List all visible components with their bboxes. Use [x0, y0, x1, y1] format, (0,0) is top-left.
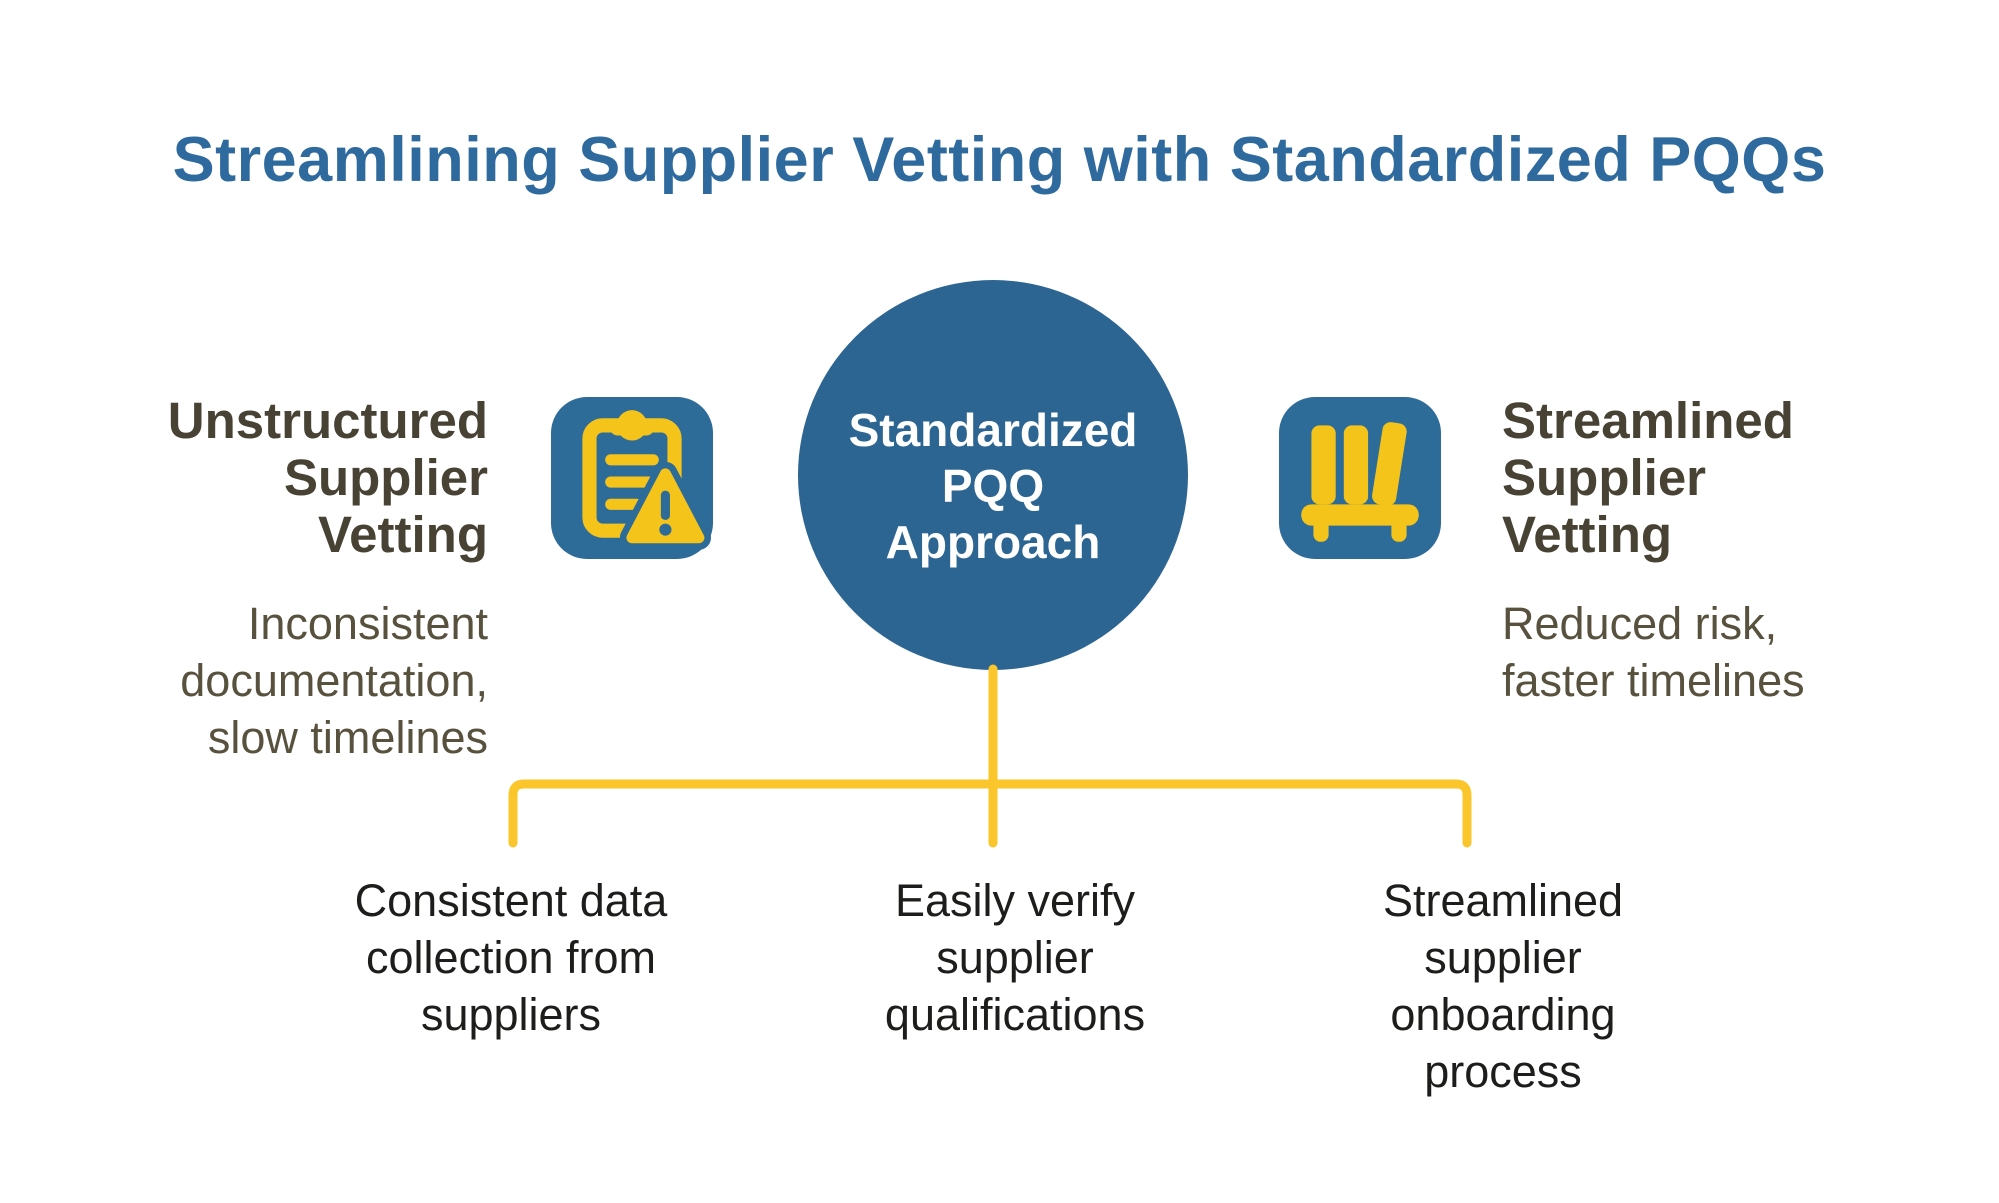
left-text-block: Unstructured Supplier Vetting Inconsiste… [90, 392, 488, 766]
benefit-verify-qualifications: Easily verify supplier qualifications [765, 872, 1265, 1043]
right-heading-line: Streamlined [1502, 392, 1794, 449]
left-heading-line: Unstructured [167, 392, 488, 449]
clipboard-warning-icon [582, 410, 711, 550]
benefit-line: supplier [936, 932, 1094, 983]
unstructured-vetting-tile [551, 397, 713, 559]
central-node-label: Standardized PQQ Approach [849, 402, 1138, 570]
benefit-line: onboarding [1390, 989, 1616, 1040]
right-subtext: Reduced risk, faster timelines [1502, 595, 1962, 709]
left-heading: Unstructured Supplier Vetting [90, 392, 488, 563]
right-heading-line: Supplier [1502, 449, 1707, 506]
central-node: Standardized PQQ Approach [798, 280, 1188, 670]
right-subtext-line: faster timelines [1502, 655, 1805, 706]
left-heading-line: Vetting [317, 506, 488, 563]
benefit-consistent-data: Consistent data collection from supplier… [261, 872, 761, 1043]
benefit-line: collection from [365, 932, 657, 983]
right-text-block: Streamlined Supplier Vetting Reduced ris… [1502, 392, 1962, 709]
left-subtext-line: slow timelines [207, 712, 488, 763]
right-heading-line: Vetting [1502, 506, 1673, 563]
benefit-line: process [1424, 1046, 1582, 1097]
left-subtext: Inconsistent documentation, slow timelin… [62, 595, 488, 766]
benefit-line: suppliers [420, 989, 602, 1040]
central-label-line: Approach [885, 516, 1101, 568]
benefit-line: supplier [1424, 932, 1582, 983]
streamlined-vetting-tile [1279, 397, 1441, 559]
right-subtext-line: Reduced risk, [1502, 598, 1778, 649]
benefit-onboarding-process: Streamlined supplier onboarding process [1253, 872, 1753, 1100]
central-label-line: PQQ [941, 460, 1045, 512]
bookshelf-icon [1301, 422, 1419, 542]
benefit-line: Easily verify [894, 875, 1136, 926]
left-subtext-line: Inconsistent [247, 598, 488, 649]
central-label-line: Standardized [848, 404, 1138, 456]
right-heading: Streamlined Supplier Vetting [1502, 392, 1962, 563]
benefit-line: Streamlined [1382, 875, 1624, 926]
page-title: Streamlining Supplier Vetting with Stand… [172, 125, 1827, 195]
benefit-line: qualifications [884, 989, 1146, 1040]
left-subtext-line: documentation, [180, 655, 488, 706]
benefit-line: Consistent data [354, 875, 668, 926]
left-heading-line: Supplier [283, 449, 488, 506]
